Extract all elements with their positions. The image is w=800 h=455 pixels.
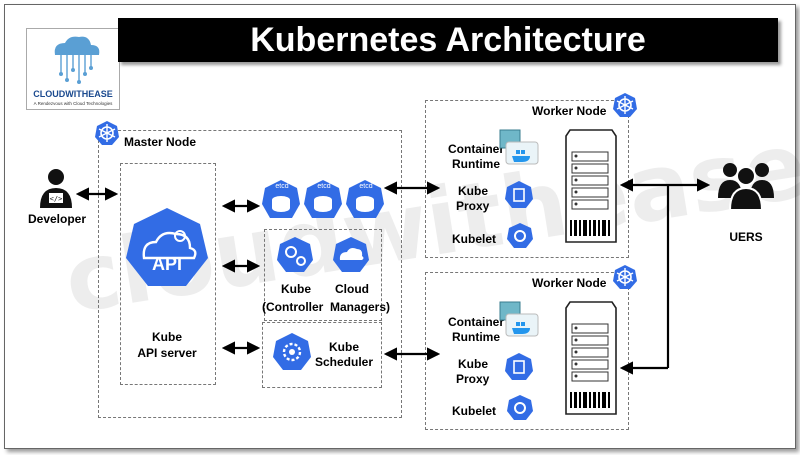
api-server-label-1: Kube <box>152 330 182 344</box>
kubelet-label: Kubelet <box>452 404 497 418</box>
container-runtime-icon <box>499 129 539 165</box>
cloud-circuit-icon <box>54 36 100 84</box>
api-icon-text: API <box>151 254 182 274</box>
api-icon <box>126 208 208 286</box>
container-runtime-icon <box>499 301 539 337</box>
logo: CLOUDWITHEASE A Rendezvous with Cloud Te… <box>26 28 120 110</box>
kube-proxy-label-1: Kube <box>458 357 488 371</box>
svg-text:</>: </> <box>50 195 63 203</box>
logo-name: CLOUDWITHEASE <box>33 89 113 99</box>
users-label: UERS <box>729 230 763 244</box>
kube-controller-label: Kube <box>281 282 311 296</box>
cloud-controller-icon <box>333 237 369 272</box>
container-runtime-label-1: Container <box>448 315 505 329</box>
scheduler-label-2: Scheduler <box>314 355 374 369</box>
container-runtime-label-1: Container <box>448 142 505 156</box>
kubelet-icon <box>507 223 533 248</box>
master-node-box <box>98 130 402 418</box>
etcd-icon-3 <box>346 180 384 218</box>
server-icon <box>565 129 617 243</box>
worker-node-1-label: Worker Node <box>532 104 607 118</box>
kube-proxy-label-1: Kube <box>458 184 488 198</box>
etcd-icon-2 <box>304 180 342 218</box>
kube-proxy-label-2: Proxy <box>456 199 490 213</box>
api-server-label-2: API server <box>137 346 197 360</box>
kubernetes-logo-icon <box>95 121 119 145</box>
controller-managers-box <box>264 229 382 321</box>
master-node-label: Master Node <box>124 135 197 149</box>
scheduler-box <box>262 322 382 388</box>
etcd-label-1: etcd <box>275 183 289 190</box>
kube-scheduler-icon <box>273 333 311 370</box>
kubelet-icon <box>507 395 533 420</box>
scheduler-label-1: Kube <box>329 340 359 354</box>
worker-node-2-label: Worker Node <box>532 276 607 290</box>
container-runtime-label-2: Runtime <box>452 157 500 171</box>
cloud-controller-label: Cloud <box>335 282 369 296</box>
developer-label: Developer <box>27 212 87 226</box>
kubelet-label: Kubelet <box>452 232 497 246</box>
etcd-icon-1 <box>262 180 300 218</box>
controller-managers-caption: (Controller Managers) <box>262 300 391 314</box>
developer-icon: </> <box>40 169 72 208</box>
server-icon <box>565 301 617 415</box>
etcd-label-3: etcd <box>359 183 373 190</box>
api-server-box <box>120 163 216 385</box>
kubernetes-logo-icon <box>613 265 637 289</box>
logo-tagline: A Rendezvous with Cloud Technologies <box>33 101 113 106</box>
page-title: Kubernetes Architecture <box>118 18 778 62</box>
container-runtime-label-2: Runtime <box>452 330 500 344</box>
users-icon <box>718 163 774 211</box>
etcd-label-2: etcd <box>317 183 331 190</box>
kube-proxy-icon <box>505 353 533 380</box>
kube-controller-icon <box>277 237 313 272</box>
etcd-cluster <box>262 180 384 218</box>
kube-proxy-icon <box>505 181 533 208</box>
kube-proxy-label-2: Proxy <box>456 372 490 386</box>
kubernetes-logo-icon <box>613 93 637 117</box>
